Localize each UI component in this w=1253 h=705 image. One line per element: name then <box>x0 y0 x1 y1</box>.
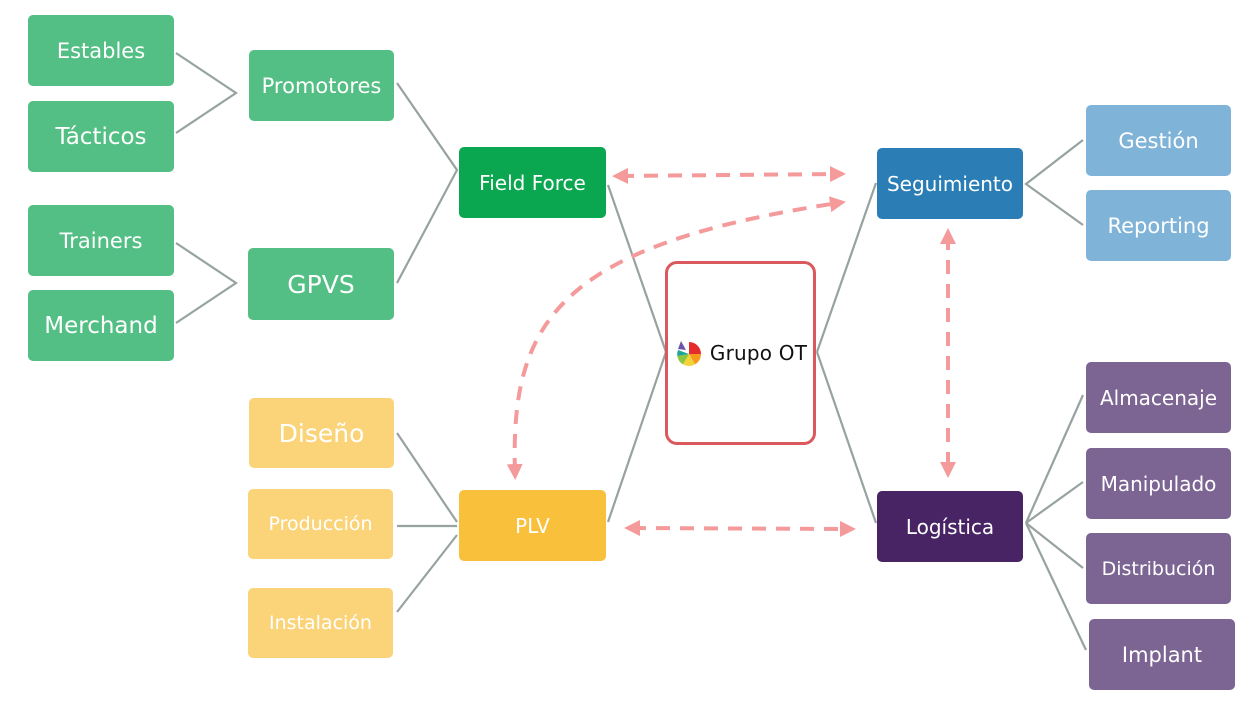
node-label: Logística <box>905 514 995 539</box>
node-almacenaje: Almacenaje <box>1086 362 1231 433</box>
node-label: Gestión <box>1118 128 1199 153</box>
node-label: Promotores <box>261 73 382 98</box>
dashed-arrow-fieldforce-seguimiento <box>612 166 846 184</box>
node-label: Almacenaje <box>1099 385 1218 410</box>
node-label: Trainers <box>59 228 143 253</box>
dashed-arrow-plv-seguimiento <box>506 196 846 480</box>
pie-chart-logo-icon <box>677 341 701 367</box>
node-plv: PLV <box>459 490 606 561</box>
node-label: Distribución <box>1101 557 1216 580</box>
node-label: Diseño <box>278 418 365 448</box>
node-label: Implant <box>1121 642 1203 667</box>
connector-estables-promotores <box>175 52 238 134</box>
node-reporting: Reporting <box>1086 190 1231 261</box>
node-label: Field Force <box>479 170 586 195</box>
node-instalacion: Instalación <box>248 588 393 658</box>
node-label: Instalación <box>269 612 372 634</box>
connector-seguimiento-center <box>815 182 878 353</box>
node-tacticos: Tácticos <box>28 101 174 172</box>
node-label: Tácticos <box>55 123 147 150</box>
node-produccion: Producción <box>248 489 393 559</box>
node-label: Seguimiento <box>886 171 1014 196</box>
connector-seguimiento-children <box>1024 139 1084 226</box>
node-diseno: Diseño <box>249 398 394 468</box>
node-gestion: Gestión <box>1086 105 1231 176</box>
node-label: PLV <box>515 513 550 538</box>
center-node-grupo-ot: Grupo OT <box>665 261 816 445</box>
node-label: GPVS <box>287 269 355 299</box>
node-label: Reporting <box>1107 213 1210 238</box>
logo-text: Grupo OT <box>709 341 808 365</box>
node-label: Merchand <box>44 312 158 339</box>
node-estables: Estables <box>28 15 174 86</box>
dashed-arrow-plv-logistica <box>624 520 856 537</box>
connector-instalacion-plv <box>396 534 458 613</box>
node-trainers: Trainers <box>28 205 174 276</box>
node-field-force: Field Force <box>459 147 606 218</box>
company-logo: Grupo OT <box>674 339 807 367</box>
node-logistica: Logística <box>877 491 1023 562</box>
connector-diseno-plv <box>396 432 458 523</box>
node-label: Estables <box>56 38 146 63</box>
node-label: Manipulado <box>1100 471 1217 496</box>
connector-logistica-implant <box>1025 522 1087 651</box>
connector-logistica-distribucion <box>1025 522 1084 569</box>
connector-logistica-manipulado <box>1025 481 1084 524</box>
node-gpvs: GPVS <box>248 248 394 320</box>
connector-logistica-center <box>815 351 878 524</box>
node-merchand: Merchand <box>28 290 174 361</box>
node-label: Producción <box>268 513 373 535</box>
connector-logistica-almacenaje <box>1024 394 1085 524</box>
node-seguimiento: Seguimiento <box>877 148 1023 219</box>
connector-plv-center <box>606 351 668 523</box>
node-implant: Implant <box>1089 619 1235 690</box>
connector-trainers-gpvs <box>175 242 238 324</box>
connector-fieldforce-center <box>606 184 668 353</box>
node-distribucion: Distribución <box>1086 533 1231 604</box>
connector-promotores-fieldforce <box>396 82 459 284</box>
node-manipulado: Manipulado <box>1086 448 1231 519</box>
node-promotores: Promotores <box>249 50 394 121</box>
